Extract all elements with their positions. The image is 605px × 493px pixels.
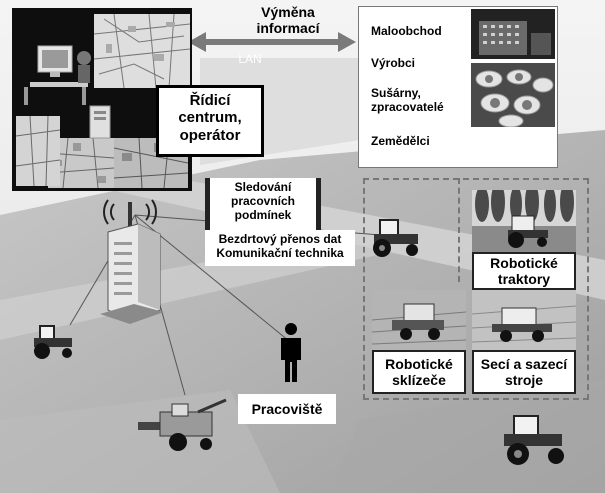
seeders-label: Secí a sazecí stroje: [480, 356, 568, 389]
robot-tractors-label: Robotické traktory: [490, 255, 558, 288]
wireless-box: Bezdrtový přenos dat Komunikační technik…: [205, 230, 355, 266]
exchange-label: Výměna informací: [256, 4, 320, 37]
map-screen-icon: [94, 14, 190, 88]
stakeholder-retail: Maloobchod: [371, 24, 442, 38]
control-center-panel: [12, 8, 192, 191]
robot-harvester-photo: [372, 290, 466, 350]
control-center-box: Řídicí centrum, operátor: [156, 85, 264, 157]
seeders-box: Secí a sazecí stroje: [472, 350, 576, 394]
robot-tractor-photo: [472, 190, 576, 252]
robot-harvesters-label: Robotické sklízeče: [385, 356, 453, 389]
robot-harvesters-box: Robotické sklízeče: [372, 350, 466, 394]
food-photo: [471, 63, 555, 127]
group-divider: [458, 178, 460, 282]
antenna-tower-icon: [100, 199, 164, 324]
tractor-icon: [34, 325, 72, 359]
workstation-icon: [24, 45, 91, 105]
server-icon: [89, 105, 111, 139]
workplace-box: Pracoviště: [238, 394, 336, 424]
monitoring-label: Sledování pracovních podmínek: [230, 180, 296, 222]
stakeholder-manufacturers: Výrobci: [371, 56, 416, 70]
tractor-icon: [373, 219, 418, 257]
combine-harvester-icon: [138, 398, 227, 451]
tractor-icon: [504, 415, 564, 465]
robot-tractors-box: Robotické traktory: [472, 252, 576, 290]
double-arrow-icon: [188, 32, 356, 52]
robotic-machines-group: [363, 178, 589, 400]
map-screen-icon: [16, 116, 60, 186]
lan-label: LAN: [238, 52, 262, 66]
person-icon: [281, 323, 301, 382]
seeder-photo: [472, 290, 576, 350]
wireless-label: Bezdrtový přenos dat Komunikační technik…: [216, 232, 344, 260]
workplace-label: Pracoviště: [251, 401, 323, 417]
building-photo: [471, 9, 555, 59]
stakeholders-panel: Maloobchod Výrobci Sušárny, zpracovatelé…: [358, 6, 558, 168]
stakeholder-processors: Sušárny, zpracovatelé: [371, 86, 444, 114]
stakeholder-farmers: Zemědělci: [371, 134, 430, 148]
control-center-label: Řídicí centrum, operátor: [178, 92, 242, 144]
monitoring-box: Sledování pracovních podmínek: [205, 178, 321, 230]
